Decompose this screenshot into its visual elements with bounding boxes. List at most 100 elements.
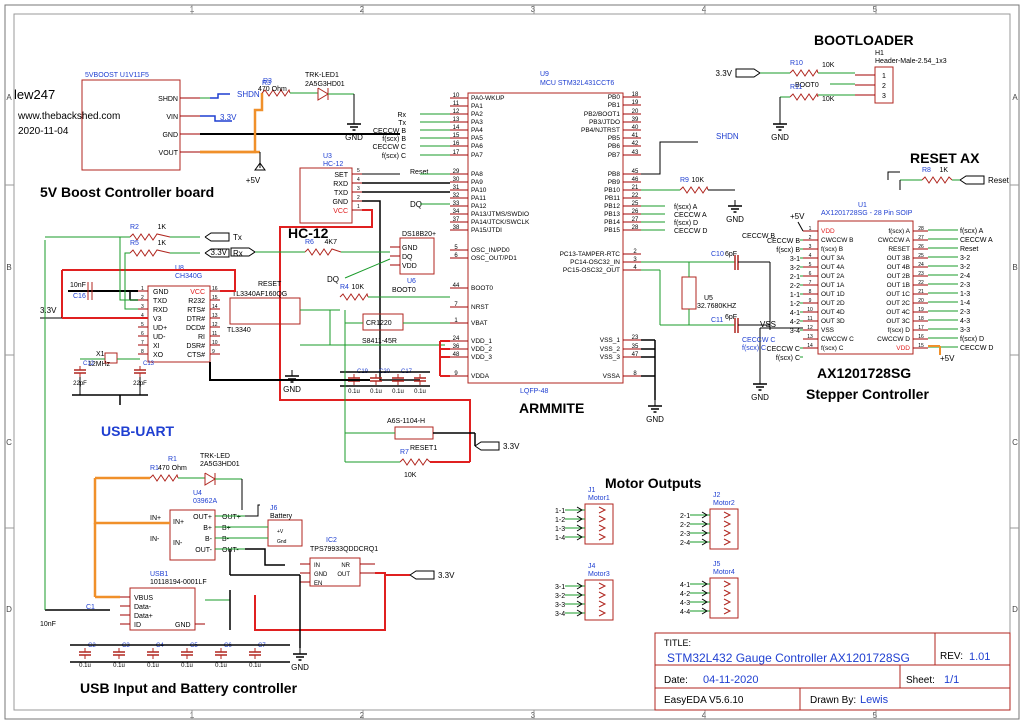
ref-R3: R3 (262, 80, 271, 87)
net-3v3-boot: 3.3V (716, 69, 733, 78)
crystal-32k (681, 276, 697, 310)
motor-pin (598, 600, 607, 608)
mcu-pin-name: PC14-OSC32_IN (570, 259, 620, 266)
motor-pin (723, 520, 732, 528)
ic2-pin-nr: NR (341, 563, 350, 569)
mcu-pin-num: 40 (632, 125, 639, 131)
cap-val: 0.1u (181, 663, 193, 669)
motor-net: 3-1 (555, 584, 565, 591)
u4-pin-B+: B+ (203, 525, 212, 532)
rev-value: 1.01 (969, 651, 991, 663)
mcu-pin-num: 38 (453, 225, 460, 231)
ref-J2: J2 (713, 492, 721, 499)
val-R8: 1K (939, 167, 948, 174)
u4-ext-OUT+: OUT+ (222, 514, 241, 521)
motor-arrow (701, 607, 708, 615)
u1-left-net: f(scx) C (776, 355, 800, 362)
net-boot0: BOOT0 (392, 287, 416, 294)
battery-j6 (267, 519, 303, 547)
x1-body (104, 352, 118, 364)
resistor-R6 (304, 248, 342, 256)
ref-C4: C4 (156, 643, 164, 649)
mcu-pin-num: 24 (453, 336, 460, 342)
val-led1: 2A5G3HD01 (305, 81, 345, 88)
motor-arrow (701, 589, 708, 597)
ref-reset-btn: RESET (258, 281, 282, 288)
ref-cr1220: CR1220 (366, 320, 392, 327)
section-bootloader: BOOTLOADER (814, 32, 914, 48)
mcu-pin-num: 33 (453, 201, 460, 207)
val-R5: 1K (157, 240, 166, 247)
mcu-net-right: CECCW A (674, 212, 707, 219)
u8-pin-num: 9 (212, 349, 215, 355)
hc12-module (299, 167, 353, 224)
ref-x1: X1 (96, 351, 105, 358)
u8-pin-num: 1 (141, 286, 144, 292)
ref-C13: C13 (143, 361, 155, 367)
motor-net: 3-2 (555, 593, 565, 600)
mcu-pin-num: 21 (632, 185, 639, 191)
mcu-pin-num: 10 (453, 93, 460, 99)
ref-u4: U4 (193, 490, 202, 497)
val-c16: 10nF (70, 282, 86, 289)
author-name: lew247 (14, 87, 56, 102)
u8-pin-DTR#: DTR# (187, 316, 205, 323)
u1-pin-num: 11 (807, 316, 812, 322)
border-row-label: C (1012, 438, 1018, 447)
mcu-net-left: Tx (398, 120, 406, 127)
usb-pin-Data+: Data+ (134, 613, 153, 620)
motor-net: 1-3 (555, 526, 565, 533)
u1-pin-num: 13 (807, 334, 813, 340)
cap-val: 0.1u (113, 663, 125, 669)
wire (344, 258, 391, 279)
mcu-pin-name: PA11 (471, 195, 486, 202)
net-tx: Tx (233, 233, 242, 242)
u8-pin-XI: XI (153, 343, 160, 350)
val-u8: CH340G (175, 273, 202, 280)
motor-Motor1 (584, 503, 614, 545)
val-led2: 2A5G3HD01 (200, 461, 240, 468)
mcu-pin-name: PB12 (604, 203, 620, 210)
u1-pin-num: 27 (918, 235, 924, 241)
u1-left-net: 3-4 (790, 328, 800, 335)
mcu-pin-num: 43 (632, 150, 639, 156)
u1-right-net: 2-4 (960, 273, 970, 280)
gnd-label: GND (751, 393, 769, 402)
mcu-pin-name: VDDA (471, 373, 490, 380)
val-r10: 10K (822, 62, 835, 69)
u1-right-net: 2-3 (960, 309, 970, 316)
ref-u5: U5 (704, 295, 713, 302)
motor-arrow (701, 580, 708, 588)
mcu-pin-name: VDD_2 (471, 346, 492, 353)
u4-ext-B-: B- (222, 536, 230, 543)
mcu-pin-name: OSC_IN/PD0 (471, 247, 510, 254)
u8-pin-num: 12 (212, 322, 218, 328)
usb-pin-VBUS: VBUS (134, 595, 153, 602)
u8-pin-RXD: RXD (153, 307, 168, 314)
u1-left-net: 4-1 (790, 310, 800, 317)
ref-j6: J6 (270, 505, 278, 512)
u1-pin-num: 20 (918, 298, 924, 304)
mcu-pin-name: PB15 (604, 227, 620, 234)
mcu-pin-name: VDD_1 (471, 338, 492, 345)
mcu-pin-name: VBAT (471, 320, 488, 327)
u1-pin-name: CWCCW B (821, 237, 854, 244)
motor-net: 1-2 (555, 517, 565, 524)
mcu-pin-num: 22 (632, 193, 639, 199)
mcu-pin-name: PB3/JTDO (589, 119, 620, 126)
u1-pin-name: OUT 4C (886, 309, 910, 316)
led1-body (317, 87, 329, 101)
gnd-label: GND (345, 133, 363, 142)
resistor-R5 (129, 249, 171, 257)
u8-pin-GND: GND (153, 289, 169, 296)
mcu-pin-num: 9 (454, 371, 458, 377)
val-reset1: A6S-1104-H (387, 418, 425, 425)
mcu-pin-num: 16 (453, 141, 460, 147)
u8-pin-num: 3 (141, 304, 144, 310)
u4-in-plus-ext: IN+ (150, 515, 161, 522)
u8-pin-V3: V3 (153, 316, 162, 323)
net-3v3-r6: 3.3V (211, 248, 228, 257)
border-row-label: D (1012, 605, 1018, 614)
hc12-pin-num: 1 (357, 204, 360, 210)
